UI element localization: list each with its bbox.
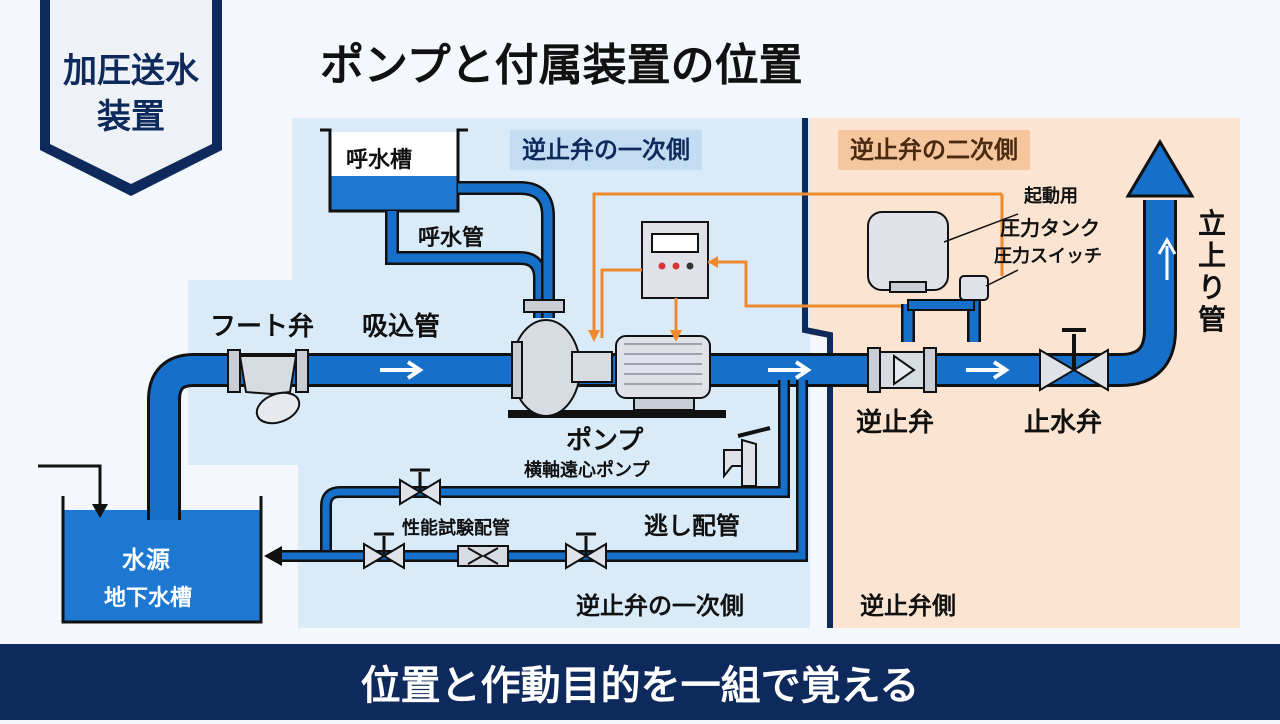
- leader-line: [943, 213, 1019, 243]
- stop-valve-label: 止水弁: [1024, 408, 1103, 438]
- water-source-tank: [38, 464, 263, 624]
- primary-bottom-label: 逆止弁の一次側: [576, 592, 744, 620]
- check-valve-label: 逆止弁: [856, 408, 935, 438]
- foot-valve-icon: [227, 349, 309, 425]
- riser-arrow-icon: [1125, 139, 1195, 198]
- secondary-side-tag: 逆止弁の二次側: [838, 130, 1030, 170]
- pressure-tank-icon: [867, 211, 981, 342]
- suction-pipe-label: 吸込管: [362, 312, 441, 342]
- startup-label: 起動用: [1024, 186, 1078, 207]
- badge-line-2: 装置: [97, 97, 165, 137]
- performance-pipe-label: 性能試験配管: [402, 518, 510, 539]
- primary-side-tag: 逆止弁の一次側: [510, 130, 702, 170]
- faucet-icon: [723, 426, 771, 487]
- stop-valve-icon: [1039, 328, 1109, 392]
- flow-arrow-icon: [768, 360, 812, 380]
- priming-pipe-label: 呼水管: [418, 226, 485, 251]
- badge-line-1: 加圧送水: [63, 51, 199, 91]
- relief-pipe-label: 逃し配管: [644, 512, 740, 540]
- water-source-label: 水源: [122, 546, 170, 574]
- pressure-tank-label: 圧力タンク: [1000, 216, 1100, 240]
- page-title: ポンプと付属装置の位置: [320, 40, 803, 91]
- riser-label: 立上り管: [1197, 207, 1226, 336]
- return-arrow-icon: [264, 546, 282, 566]
- relief-valve-icon: [399, 468, 441, 506]
- control-panel-icon: [641, 221, 709, 299]
- zone-divider: [802, 118, 833, 628]
- flow-arrow-icon: [966, 360, 1010, 380]
- priming-tank: [320, 128, 468, 213]
- riser-inner-arrow-icon: [1157, 236, 1177, 280]
- pressure-switch-label: 圧力スイッチ: [994, 246, 1102, 267]
- test-valve-icon: [565, 532, 607, 570]
- footer-text: 位置と作動目的を一組で覚える: [360, 663, 920, 709]
- flow-meter-icon: [457, 545, 509, 567]
- water-source-sublabel: 地下水槽: [104, 586, 193, 611]
- pump-type-label: 横軸遠心ポンプ: [524, 460, 650, 481]
- priming-tank-label: 呼水槽: [346, 148, 413, 173]
- flow-arrow-icon: [380, 360, 424, 380]
- pump-icon: [508, 299, 726, 418]
- leader-line: [985, 269, 1019, 287]
- foot-valve-label: フート弁: [210, 312, 315, 342]
- secondary-bottom-label: 逆止弁側: [860, 592, 956, 620]
- test-valve-icon: [363, 532, 405, 570]
- pump-label: ポンプ: [566, 426, 644, 456]
- pressure-switch-icon: [959, 275, 989, 301]
- check-valve-icon: [867, 347, 937, 393]
- footer-banner: 位置と作動目的を一組で覚える: [0, 644, 1280, 720]
- section-badge-label: 加圧送水 装置: [36, 48, 226, 140]
